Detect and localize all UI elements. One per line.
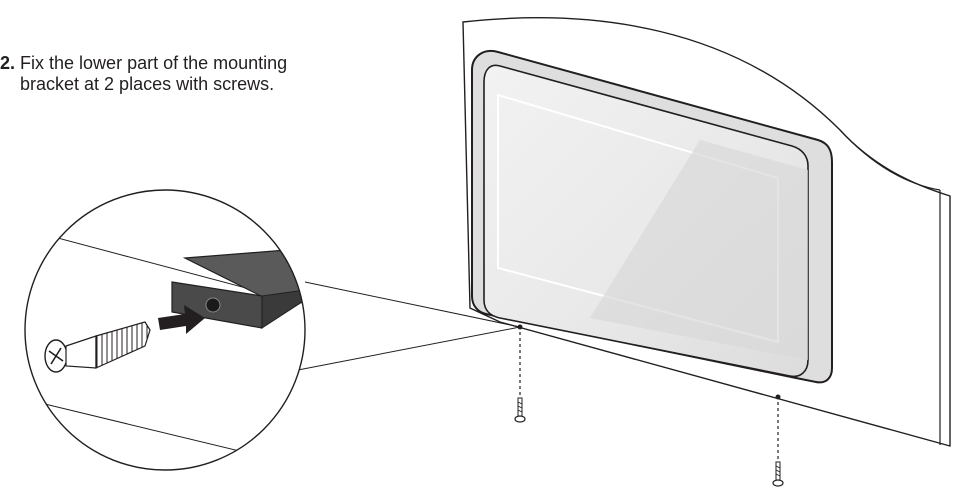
screw-icon: [514, 397, 526, 423]
touch-panel-icon: [471, 50, 833, 384]
mounting-bracket-icon: [171, 249, 305, 329]
zoom-detail-circle: [24, 189, 306, 471]
instruction-line-2: bracket at 2 places with screws.: [20, 74, 275, 94]
instruction-text: 2. Fix the lower part of the mounting br…: [0, 53, 380, 95]
step-number: 2.: [0, 53, 16, 73]
screw-icon: [44, 321, 151, 373]
screw-icon: [772, 461, 784, 487]
zoom-callout-lines: [297, 281, 521, 371]
insert-arrow-icon: [158, 305, 205, 334]
mount-point-right: [775, 394, 781, 400]
instruction-line-1: Fix the lower part of the mounting: [20, 53, 288, 73]
